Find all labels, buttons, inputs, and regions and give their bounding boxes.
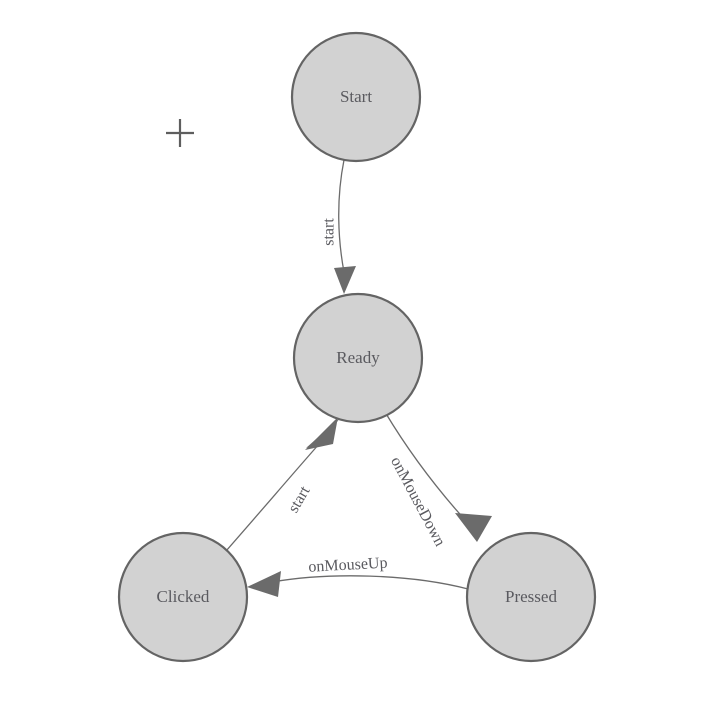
edge-ready-to-pressed-arrowhead bbox=[455, 513, 492, 542]
edge-start-to-ready-arrowhead bbox=[334, 266, 356, 294]
edge-label-ready-to-pressed: onMouseDown bbox=[387, 454, 448, 549]
node-pressed[interactable]: Pressed bbox=[465, 531, 597, 663]
edge-label-clicked-to-ready: start bbox=[285, 483, 314, 516]
node-clicked[interactable]: Clicked bbox=[117, 531, 249, 663]
edge-clicked-to-ready[interactable]: start bbox=[225, 417, 340, 552]
edge-label-pressed-to-clicked: onMouseUp bbox=[308, 555, 388, 576]
node-ready-shape bbox=[292, 292, 424, 424]
edge-pressed-to-clicked-path bbox=[271, 575, 469, 590]
node-clicked-label: Clicked bbox=[157, 587, 210, 606]
edge-pressed-to-clicked[interactable]: onMouseUp bbox=[247, 555, 469, 597]
edge-ready-to-pressed[interactable]: onMouseDown bbox=[384, 411, 492, 549]
node-ready[interactable]: Ready bbox=[292, 292, 424, 424]
edge-clicked-to-ready-arrowhead-fill bbox=[305, 417, 338, 450]
node-ready-label: Ready bbox=[336, 348, 380, 367]
node-start[interactable]: Start bbox=[290, 31, 422, 163]
node-pressed-shape bbox=[465, 531, 597, 663]
edge-start-to-ready-path bbox=[338, 159, 345, 273]
edge-start-to-ready[interactable]: start bbox=[321, 159, 356, 294]
edge-clicked-to-ready-path bbox=[225, 442, 321, 552]
edge-pressed-to-clicked-arrowhead bbox=[247, 571, 281, 597]
node-start-shape bbox=[290, 31, 422, 163]
node-clicked-shape bbox=[117, 531, 249, 663]
edge-label-start-to-ready: start bbox=[321, 218, 338, 246]
plus-marker[interactable] bbox=[166, 119, 194, 147]
node-start-label: Start bbox=[340, 87, 372, 106]
node-pressed-label: Pressed bbox=[505, 587, 557, 606]
